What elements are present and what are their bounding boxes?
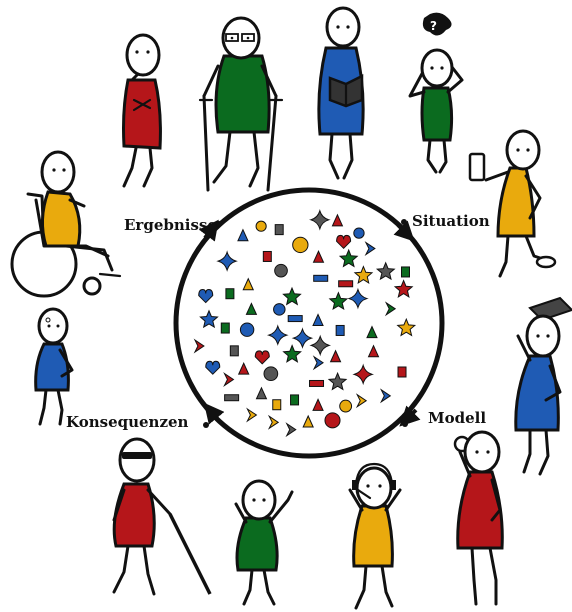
scatter-shape-chevron (246, 407, 258, 423)
scatter-shape-triangle (242, 277, 255, 291)
scatter-shape-diamond (347, 287, 369, 310)
scatter-shape-heart (198, 289, 214, 304)
scatter-shape-star (282, 286, 302, 306)
scatter-shape-heart (205, 360, 221, 375)
scatter-shape-square (272, 399, 282, 411)
scatter-shape-square (400, 266, 410, 278)
central-circle (173, 187, 445, 459)
svg-text:?: ? (430, 19, 437, 33)
scatter-shape-circle (274, 263, 288, 278)
scatter-shape-rect (224, 394, 240, 402)
scatter-shape-heart (254, 350, 270, 365)
scatter-shape-circle (239, 322, 255, 337)
scatter-shape-star (396, 317, 417, 337)
scatter-shape-triangle (331, 213, 344, 227)
person-yellow-smartphone (468, 129, 557, 278)
scatter-shape-diamond (291, 327, 314, 349)
scatter-shape-rect (338, 280, 354, 288)
person-green-glasses-crutches (198, 16, 284, 192)
scatter-shape-triangle (245, 302, 258, 315)
scatter-shape-triangle (302, 414, 314, 428)
scatter-shape-chevron (379, 388, 392, 404)
scatter-shape-triangle (329, 349, 342, 363)
scatter-shape-chevron (384, 301, 397, 317)
scatter-shape-triangle (312, 398, 324, 411)
scatter-shape-heart (336, 234, 352, 250)
scatter-shape-chevron (285, 422, 297, 438)
scatter-shape-square (225, 288, 235, 300)
person-blue-small (34, 307, 74, 426)
scatter-shape-chevron (267, 414, 280, 430)
scatter-shape-diamond (216, 250, 238, 272)
scatter-shape-chevron (364, 241, 376, 257)
person-green-waving (234, 479, 294, 606)
scatter-shape-triangle (237, 361, 250, 375)
cycle-arrows (198, 219, 421, 428)
scatter-shape-circle (324, 412, 341, 429)
scatter-shape-star (338, 248, 359, 268)
scatter-shape-diamond (352, 363, 374, 386)
scatter-shape-diamond (266, 324, 289, 346)
scatter-shape-rect (287, 315, 303, 323)
arrow-situation (393, 220, 415, 242)
scatter-shape-diamond (309, 334, 332, 357)
scatter-shape-triangle (237, 228, 249, 242)
scatter-shape-circle (273, 303, 286, 316)
person-red-arms-crossed (122, 33, 162, 188)
scatter-shape-diamond (309, 208, 331, 231)
scatter-shape-star (327, 371, 348, 391)
shape-scatter (193, 208, 417, 438)
scatter-shape-chevron (193, 338, 205, 354)
scatter-shape-star (328, 291, 349, 311)
scatter-shape-triangle (312, 313, 324, 326)
scatter-shape-star (282, 344, 302, 363)
scatter-shape-triangle (366, 325, 378, 339)
scatter-shape-square (290, 394, 300, 406)
scatter-shape-star (375, 261, 396, 281)
scatter-shape-circle (292, 236, 309, 254)
scatter-shape-chevron (355, 393, 368, 409)
person-yellow-headset (348, 462, 402, 610)
scatter-shape-square (229, 345, 239, 357)
scatter-shape-square (220, 322, 230, 334)
scatter-shape-square (262, 250, 272, 262)
scatter-shape-rect (309, 379, 325, 387)
person-red-white-cane (112, 437, 212, 596)
arrow-ergebnisse (198, 219, 219, 242)
person-red-magnifier (453, 430, 504, 606)
label-situation: Situation (412, 212, 490, 230)
arrow-konsequenzen (203, 402, 225, 425)
scatter-shape-square (397, 366, 407, 378)
scatter-shape-circle (353, 227, 365, 239)
person-blue-reading-book (317, 6, 365, 180)
label-ergebnisse: Ergebnisse (124, 216, 217, 234)
scatter-shape-square (274, 224, 284, 236)
scatter-shape-triangle (312, 250, 325, 263)
person-blue-graduate (514, 296, 572, 476)
scatter-shape-triangle (255, 386, 268, 400)
person-green-confused: ? (408, 12, 464, 174)
arrow-modell (399, 405, 421, 427)
scatter-shape-rect (313, 274, 329, 282)
scatter-shape-circle (263, 366, 279, 382)
label-modell: Modell (428, 409, 486, 427)
scatter-shape-triangle (367, 344, 380, 358)
scatter-shape-circle (255, 220, 267, 232)
scatter-shape-chevron (223, 372, 235, 387)
scatter-shape-chevron (312, 355, 324, 371)
scatter-shape-star (353, 265, 374, 284)
scatter-shape-circle (339, 399, 353, 413)
label-konsequenzen: Konsequenzen (66, 413, 189, 431)
person-yellow-wheelchair (10, 150, 122, 298)
scatter-shape-square (335, 324, 345, 336)
scatter-shape-star (393, 279, 414, 298)
scatter-shape-star (199, 309, 219, 329)
